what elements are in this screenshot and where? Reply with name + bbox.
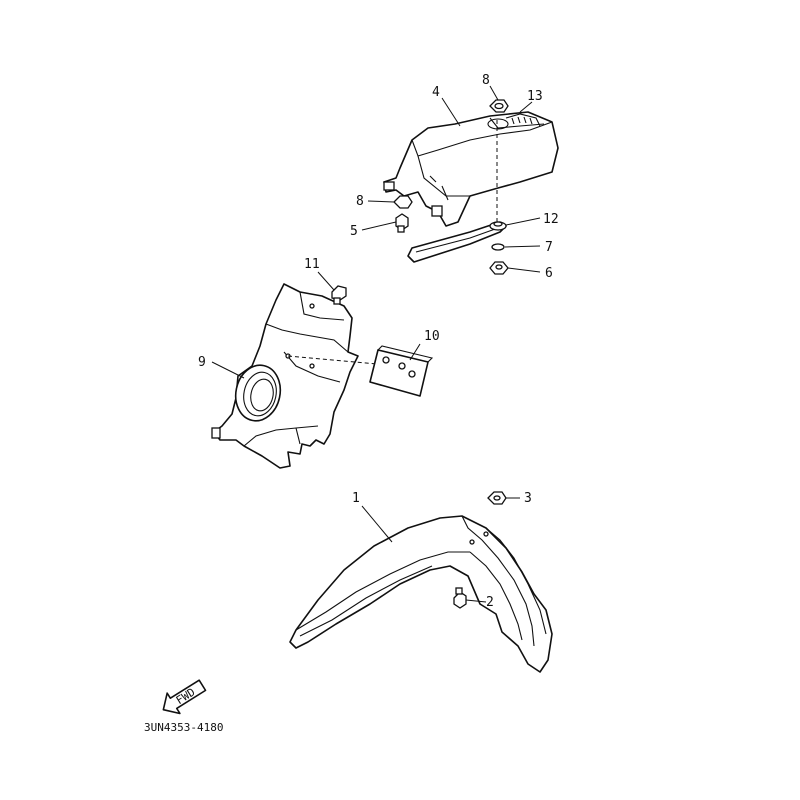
grommet-12 [489,221,507,231]
nut-8-left [393,195,413,209]
bolt-2 [453,587,467,609]
callout-13: 13 [527,89,543,104]
callout-1: 1 [352,491,360,506]
tank-cover-part [383,111,559,227]
bolt-11 [331,285,347,305]
nut-6 [489,261,509,275]
front-fender-part [289,515,553,673]
plate-part [369,345,434,397]
callout-5: 5 [350,224,358,239]
fwd-arrow-icon: FWD [162,679,207,715]
callout-9: 9 [198,355,206,370]
callout-4: 4 [432,85,440,100]
bolt-5 [395,213,409,233]
callout-2: 2 [486,595,494,610]
headlight-cowl-part [211,283,359,469]
callout-12: 12 [543,212,559,227]
callout-6: 6 [545,266,553,281]
callout-8-top: 8 [482,73,490,88]
washer-7 [491,243,505,251]
callout-10: 10 [424,329,440,344]
callout-3: 3 [524,491,532,506]
callout-7: 7 [545,240,553,255]
nut-8-top [489,99,509,113]
callout-8-left: 8 [356,194,364,209]
part-code: 3UN4353-4180 [144,721,223,734]
nut-3 [487,491,507,505]
callout-11: 11 [304,257,320,272]
leader-lines [211,85,541,603]
